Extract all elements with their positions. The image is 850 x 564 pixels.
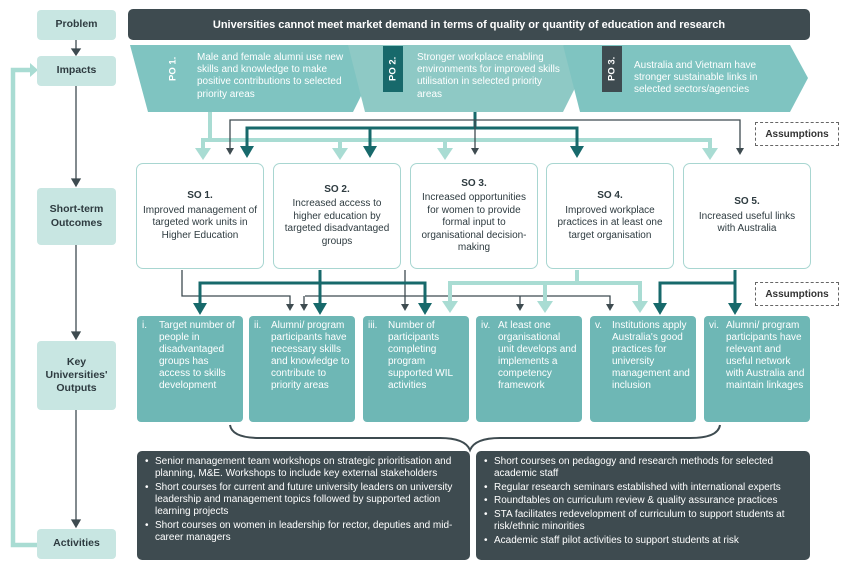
po1-shape xyxy=(130,45,370,112)
outputs-brace xyxy=(229,424,721,453)
activity-left-3: Short courses on women in leadership for… xyxy=(145,520,462,545)
label-impacts: Impacts xyxy=(37,56,116,86)
so5-text: Increased useful links with Australia xyxy=(698,210,796,235)
po-to-so-light-arrows xyxy=(201,112,712,150)
activity-right-1: Short courses on pedagogy and research m… xyxy=(484,456,802,481)
output-iv-text: At least one organisational unit develop… xyxy=(498,320,577,391)
activities-right-box: Short courses on pedagogy and research m… xyxy=(476,451,810,560)
label-flow-arrows xyxy=(70,40,82,529)
so1-id: SO 1. xyxy=(187,190,213,201)
so3-text: Increased opportunities for women to pro… xyxy=(421,192,527,253)
activities-left-box: Senior management team workshops on stra… xyxy=(137,451,470,560)
so-to-output-light-arrows xyxy=(448,270,642,303)
activity-left-1: Senior management team workshops on stra… xyxy=(145,456,462,481)
so3-box: SO 3. Increased opportunities for women … xyxy=(410,163,538,269)
so2-text: Increased access to higher education by … xyxy=(284,198,390,247)
feedback-loop-arrow xyxy=(10,63,38,548)
so4-id: SO 4. xyxy=(597,190,623,201)
label-key-outputs: Key Universities' Outputs xyxy=(37,341,116,410)
output-vi-num: vi. xyxy=(709,320,719,331)
output-ii-text: Alumni/ program participants have necess… xyxy=(271,320,350,391)
output-iii-text: Number of participants completing progra… xyxy=(388,320,453,391)
output-iv: iv. At least one organisational unit dev… xyxy=(476,316,582,422)
so1-text: Improved management of targeted work uni… xyxy=(143,204,257,241)
assumptions-box-2: Assumptions xyxy=(755,282,839,306)
so4-box: SO 4. Improved workplace practices in at… xyxy=(546,163,674,269)
so5-box: SO 5. Increased useful links with Austra… xyxy=(683,163,811,269)
label-short-term-outcomes: Short-term Outcomes xyxy=(37,188,116,245)
so5-id: SO 5. xyxy=(734,196,760,208)
activity-right-5: Academic staff pilot activities to suppo… xyxy=(484,535,802,548)
po1-tag: PO 1. xyxy=(167,56,179,82)
so-to-output-dark-arrows xyxy=(198,270,737,305)
output-iii: iii. Number of participants completing p… xyxy=(363,316,469,422)
po2-shape xyxy=(348,45,580,112)
output-ii-num: ii. xyxy=(254,320,262,331)
output-i: i. Target number of people in disadvanta… xyxy=(137,316,243,422)
activity-left-2: Short courses for current and future uni… xyxy=(145,482,462,519)
assumptions-box-1: Assumptions xyxy=(755,122,839,146)
output-i-num: i. xyxy=(142,320,147,331)
output-v-text: Institutions apply Australia's good prac… xyxy=(612,320,690,391)
activity-right-2: Regular research seminars established wi… xyxy=(484,482,802,495)
po2-text: Stronger workplace enabling environments… xyxy=(417,52,560,100)
label-problem: Problem xyxy=(37,10,116,40)
so1-box: SO 1. Improved management of targeted wo… xyxy=(136,163,264,269)
output-v-num: v. xyxy=(595,320,603,331)
po1-text: Male and female alumni use new skills an… xyxy=(197,52,344,100)
so4-text: Improved workplace practices in at least… xyxy=(557,204,663,241)
output-iii-num: iii. xyxy=(368,320,378,331)
so2-box: SO 2. Increased access to higher educati… xyxy=(273,163,401,269)
po3-text: Australia and Vietnam have stronger sust… xyxy=(634,60,758,96)
output-ii: ii. Alumni/ program participants have ne… xyxy=(249,316,355,422)
so3-id: SO 3. xyxy=(461,177,487,189)
so2-id: SO 2. xyxy=(324,183,350,195)
po-to-so-grey-arrows xyxy=(229,119,741,150)
output-i-text: Target number of people in disadvantaged… xyxy=(159,320,235,391)
po3-tag: PO 3. xyxy=(606,56,618,82)
po2-tag: PO 2. xyxy=(387,56,399,82)
output-iv-num: iv. xyxy=(481,320,491,331)
activity-right-4: STA facilitates redevelopment of curricu… xyxy=(484,509,802,534)
output-vi-text: Alumni/ program participants have releva… xyxy=(726,320,805,391)
po3-shape xyxy=(563,45,808,112)
problem-statement: Universities cannot meet market demand i… xyxy=(128,9,810,40)
output-v: v. Institutions apply Australia's good p… xyxy=(590,316,696,422)
output-vi: vi. Alumni/ program participants have re… xyxy=(704,316,810,422)
label-activities: Activities xyxy=(37,529,116,559)
activity-right-3: Roundtables on curriculum review & quali… xyxy=(484,495,802,508)
